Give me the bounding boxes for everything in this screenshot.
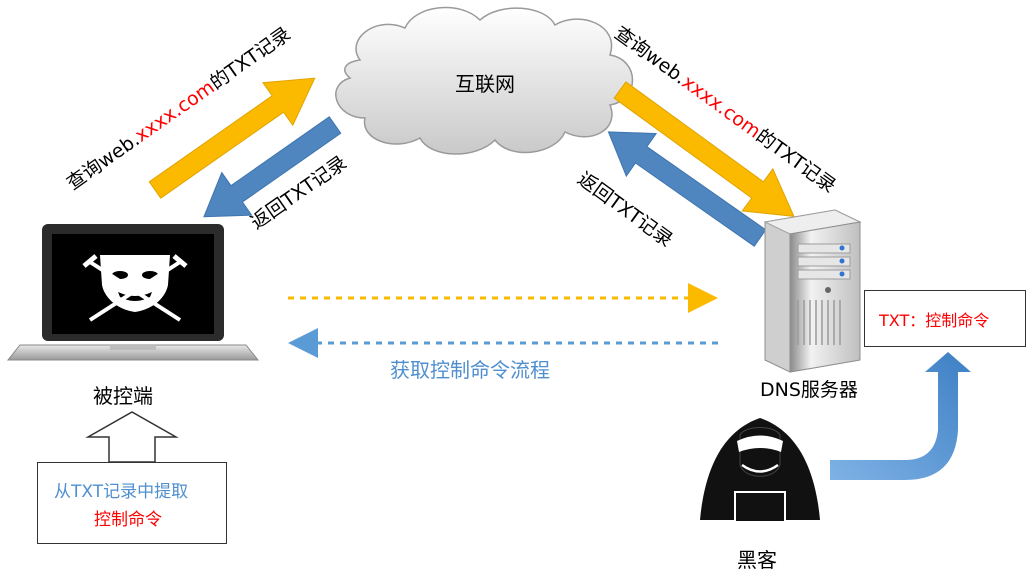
flow-label: 获取控制命令流程 — [390, 358, 550, 382]
internet-cloud — [335, 6, 634, 155]
extract-box: 从TXT记录中提取 控制命令 — [37, 462, 227, 544]
dns-label: DNS服务器 — [760, 379, 858, 401]
txt-record-box: TXT：控制命令 — [864, 290, 1026, 347]
victim-label: 被控端 — [93, 384, 153, 408]
txt-record-label: TXT：控制命令 — [879, 311, 990, 330]
right-return-arrow — [607, 131, 767, 247]
dns-server-icon — [763, 209, 862, 373]
left-return-arrow — [203, 116, 342, 218]
flow-dashed-arrows — [288, 283, 718, 358]
hacker-label: 黑客 — [737, 548, 777, 572]
cloud-label: 互联网 — [455, 72, 515, 96]
extract-line2: 控制命令 — [94, 510, 162, 530]
hacker-to-txt-arrow — [830, 352, 971, 480]
extract-line1: 从TXT记录中提取 — [54, 482, 189, 502]
pirate-mask-icon — [82, 254, 188, 322]
right-query-arrow — [613, 81, 795, 217]
hacker-icon — [700, 418, 820, 528]
left-query-arrow — [148, 77, 316, 199]
extract-up-arrow — [85, 411, 179, 463]
victim-laptop-icon — [6, 224, 260, 361]
